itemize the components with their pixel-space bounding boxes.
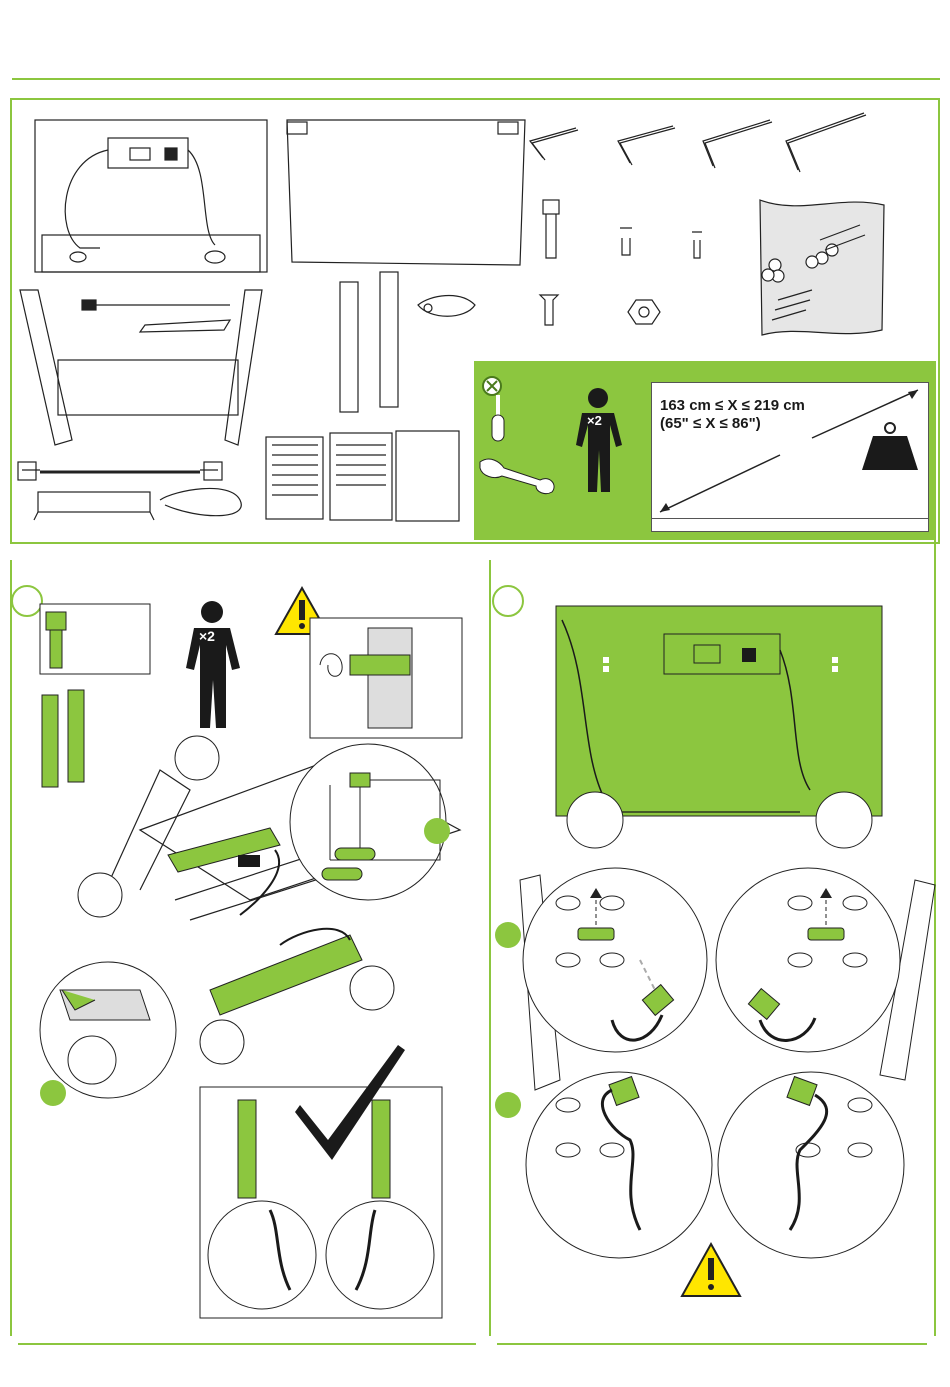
step-2-substep-b-dot (495, 1092, 521, 1118)
zoom-circle-top-right (716, 868, 900, 1052)
step-2-substep-a-dot (495, 922, 521, 948)
zoom-circle-bottom-left (526, 1072, 712, 1258)
warning-icon (682, 1244, 740, 1296)
zoom-circle-bottom-right (718, 1072, 904, 1258)
zoom-circle-top-left (523, 868, 707, 1052)
